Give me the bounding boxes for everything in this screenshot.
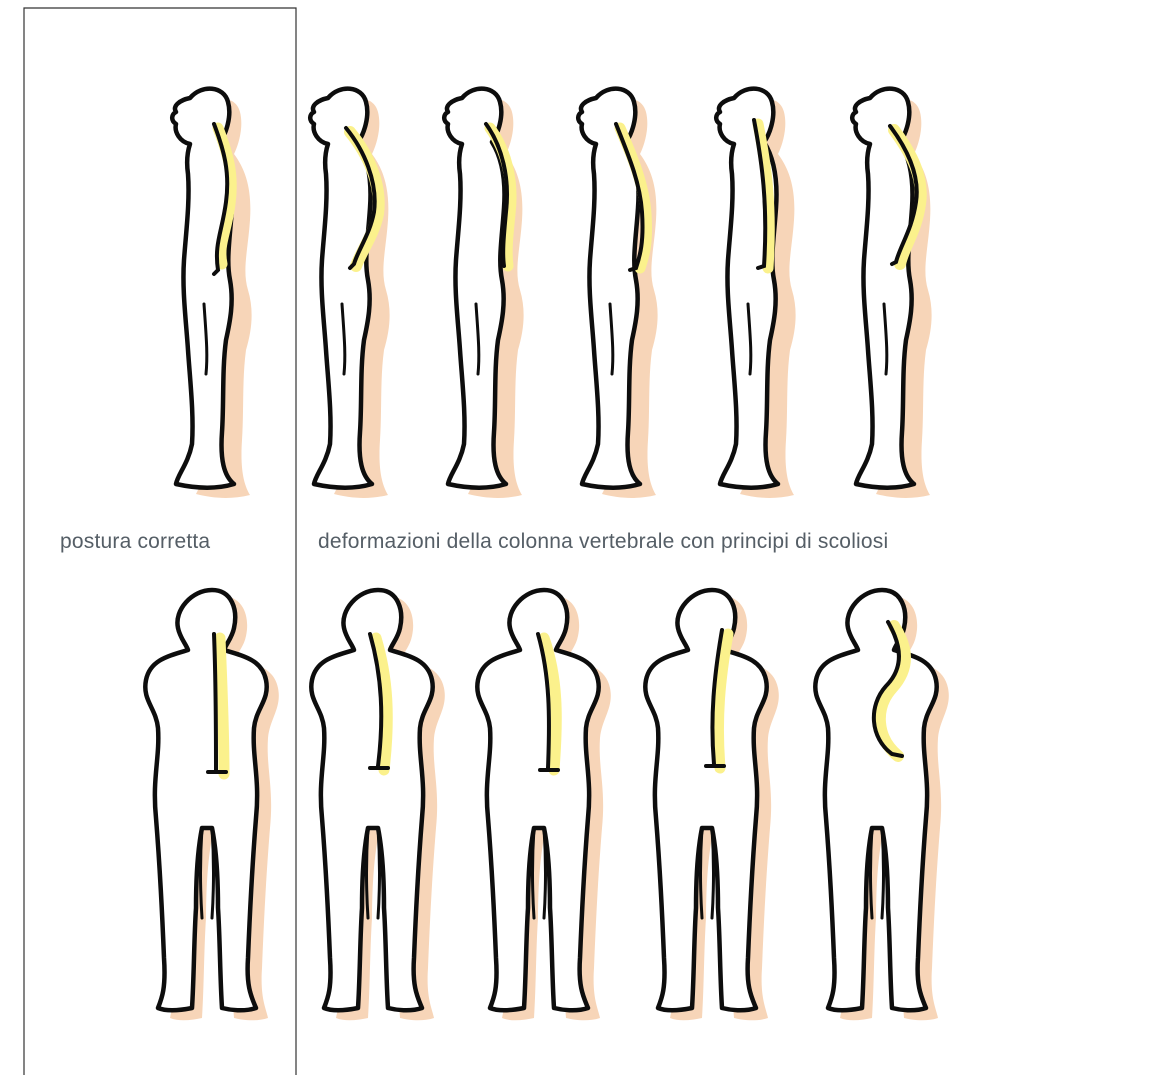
side-figure-deformation-2 xyxy=(444,89,523,498)
back-figure-correct xyxy=(145,590,279,1020)
caption-spine-deformations: deformazioni della colonna vertebrale co… xyxy=(318,530,888,554)
side-figure-deformation-4 xyxy=(716,89,795,498)
caption-correct-posture: postura corretta xyxy=(60,530,210,554)
back-figure-deformation-1 xyxy=(311,590,445,1020)
back-figure-deformation-2 xyxy=(477,590,611,1020)
back-figure-deformation-3 xyxy=(645,590,779,1020)
side-figure-deformation-3 xyxy=(578,89,657,498)
side-figure-deformation-5 xyxy=(852,89,931,498)
back-figure-deformation-4 xyxy=(815,590,949,1020)
side-figure-deformation-1 xyxy=(310,89,389,498)
side-figure-correct xyxy=(172,89,251,498)
